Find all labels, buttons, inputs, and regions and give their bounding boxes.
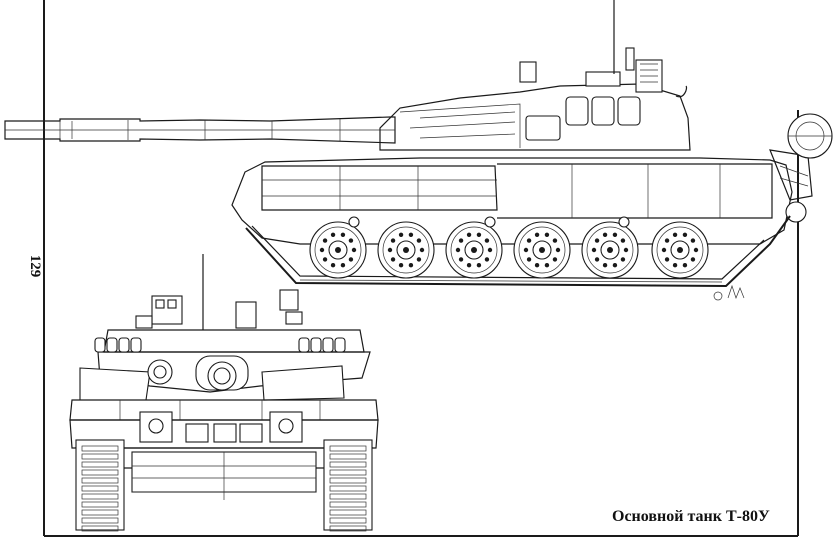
smoke-grenade-launchers: [94, 337, 346, 353]
road-wheel: [581, 221, 639, 279]
smoke-launcher-tube: [106, 337, 118, 353]
page-number: 129: [27, 254, 43, 278]
front-turret-top: [135, 289, 303, 329]
front-tracks: [75, 439, 373, 532]
front-view: [69, 254, 379, 532]
return-rollers: [348, 216, 630, 228]
road-wheel: [309, 221, 367, 279]
gun-barrel: [4, 116, 396, 144]
smoke-launcher-tube: [322, 337, 334, 353]
front-glacis: [69, 399, 379, 421]
smoke-launcher-tube: [118, 337, 130, 353]
artist-signature: [713, 284, 745, 301]
idler-wheel: [785, 201, 807, 223]
road-wheel: [651, 221, 709, 279]
hull: [231, 149, 813, 245]
side-view: [4, 0, 833, 301]
side-track: [245, 215, 791, 288]
smoke-launcher-tube: [130, 337, 142, 353]
figure-caption: Основной танк Т-80У: [612, 508, 770, 525]
road-wheel: [513, 221, 571, 279]
page-frame: [43, 0, 799, 537]
searchlight: [787, 113, 833, 159]
front-hull: [69, 411, 379, 500]
smoke-launcher-tube: [334, 337, 346, 353]
turret: [379, 0, 691, 151]
smoke-launcher-tube: [94, 337, 106, 353]
smoke-launcher-tube: [298, 337, 310, 353]
road-wheel: [445, 221, 503, 279]
smoke-launcher-tube: [310, 337, 322, 353]
road-wheel: [377, 221, 435, 279]
road-wheels: [309, 221, 709, 279]
front-turret: [79, 329, 371, 401]
